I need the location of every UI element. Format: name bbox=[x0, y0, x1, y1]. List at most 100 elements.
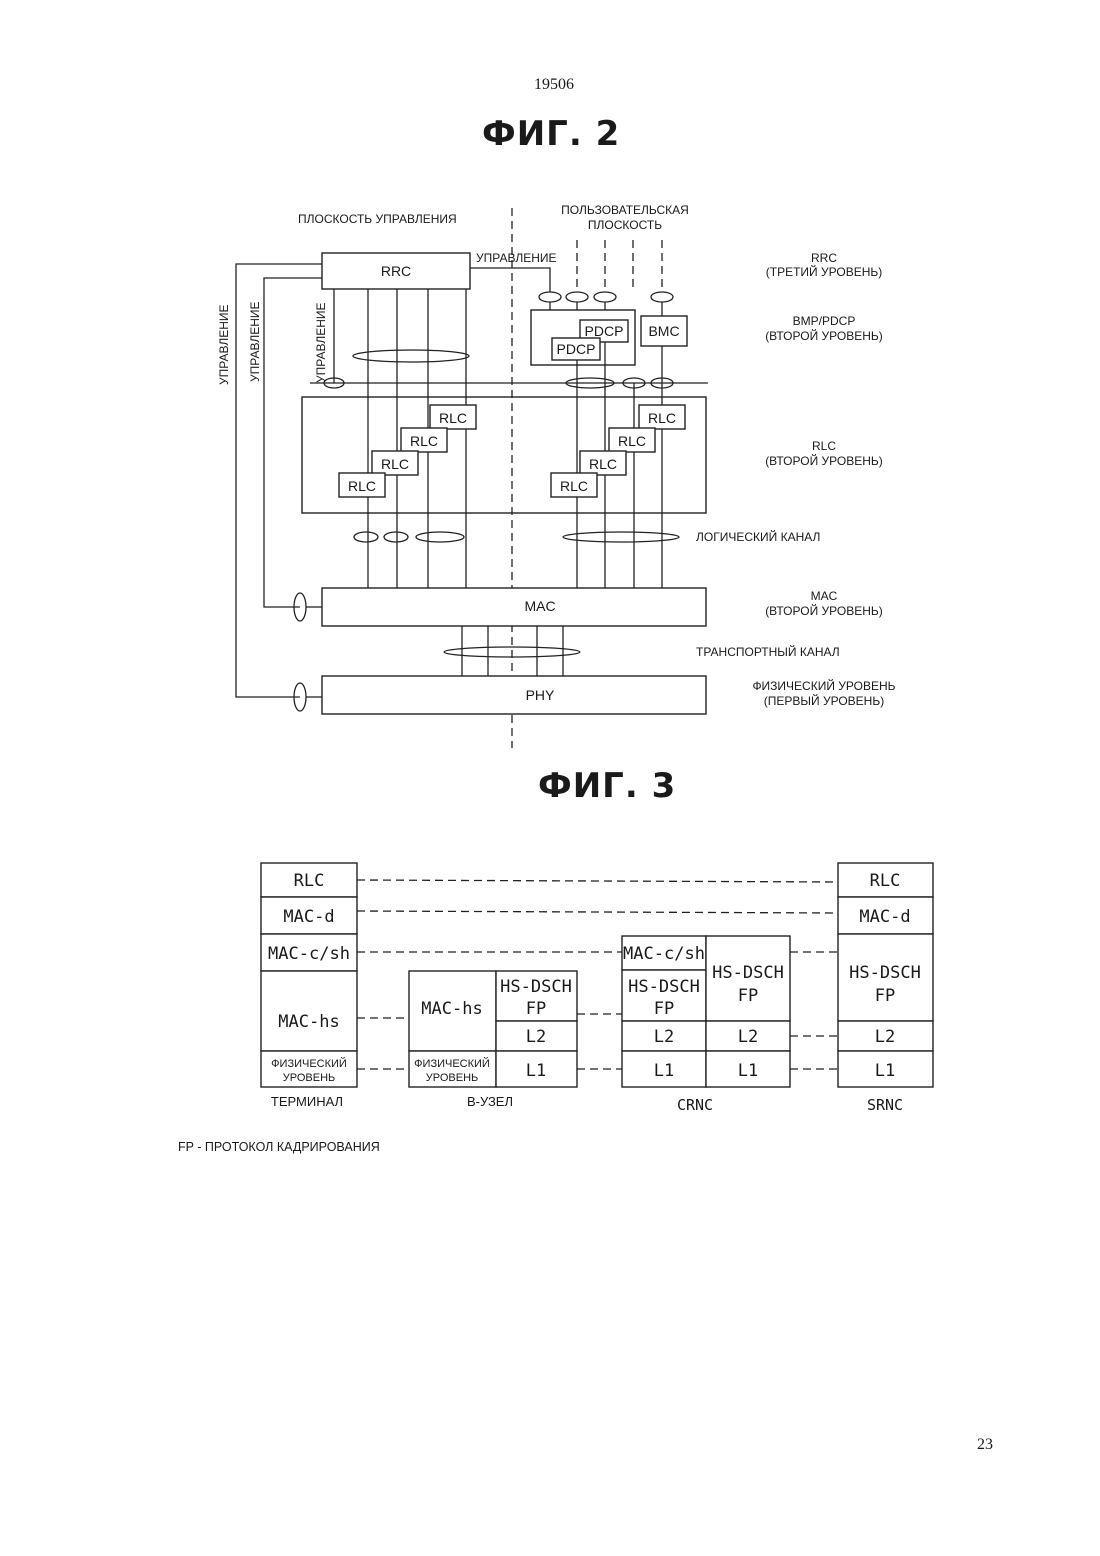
layer-bmp-1: BMP/PDCP bbox=[793, 314, 856, 328]
bnode-phys bbox=[409, 1051, 496, 1087]
control-label-2: УПРАВЛЕНИЕ bbox=[248, 302, 262, 383]
control-plane-label: ПЛОСКОСТЬ УПРАВЛЕНИЯ bbox=[298, 212, 457, 226]
layer-bmp-2: (ВТОРОЙ УРОВЕНЬ) bbox=[765, 328, 883, 343]
svg-text:RLC: RLC bbox=[560, 478, 588, 494]
svg-text:HS-DSCH: HS-DSCH bbox=[849, 963, 921, 983]
svg-text:MAC-hs: MAC-hs bbox=[421, 999, 482, 1019]
svg-text:ФИЗИЧЕСКИЙ: ФИЗИЧЕСКИЙ bbox=[271, 1057, 347, 1070]
svg-text:L2: L2 bbox=[526, 1027, 546, 1047]
svg-text:MAC-hs: MAC-hs bbox=[278, 1012, 339, 1032]
layer-logical: ЛОГИЧЕСКИЙ КАНАЛ bbox=[696, 529, 820, 544]
bnode-hsdsch bbox=[496, 971, 577, 1021]
svg-text:FP: FP bbox=[875, 986, 895, 1006]
term-maccsh bbox=[261, 934, 357, 971]
crnc-l2-right bbox=[706, 1021, 790, 1051]
up-sap-4 bbox=[651, 292, 673, 302]
layer-mac-2: (ВТОРОЙ УРОВЕНЬ) bbox=[765, 603, 883, 618]
svg-text:УРОВЕНЬ: УРОВЕНЬ bbox=[426, 1072, 478, 1084]
lc-sap-1 bbox=[354, 532, 378, 542]
phy-block-label: PHY bbox=[526, 687, 555, 703]
node-terminal: ТЕРМИНАЛ bbox=[271, 1094, 343, 1109]
mac-block bbox=[322, 588, 706, 626]
rrc-sap-ellipse bbox=[353, 350, 469, 362]
svg-text:RLC: RLC bbox=[618, 433, 646, 449]
lc-sap-3 bbox=[416, 532, 464, 542]
svg-text:L1: L1 bbox=[654, 1061, 674, 1081]
svg-text:RLC: RLC bbox=[410, 433, 438, 449]
svg-text:L1: L1 bbox=[738, 1061, 758, 1081]
layer-phy-2: (ПЕРВЫЙ УРОВЕНЬ) bbox=[764, 693, 884, 708]
term-machs bbox=[261, 971, 357, 1051]
peer-rlc bbox=[357, 880, 838, 882]
term-macd bbox=[261, 897, 357, 934]
svg-text:L1: L1 bbox=[526, 1061, 546, 1081]
svg-text:HS-DSCH: HS-DSCH bbox=[712, 963, 784, 983]
lc-sap-2 bbox=[384, 532, 408, 542]
crnc-hsdsch-right bbox=[706, 936, 790, 1021]
srnc-hsdsch bbox=[838, 934, 933, 1021]
svg-text:RLC: RLC bbox=[348, 478, 376, 494]
node-bnode: В-УЗЕЛ bbox=[467, 1094, 513, 1109]
srnc-l2 bbox=[838, 1021, 933, 1051]
svg-text:FP: FP bbox=[738, 986, 758, 1006]
svg-text:RLC: RLC bbox=[294, 871, 325, 891]
fig2-diagram: ПЛОСКОСТЬ УПРАВЛЕНИЯ ПОЛЬЗОВАТЕЛЬСКАЯ ПЛ… bbox=[0, 0, 1100, 760]
crnc-l1-left bbox=[622, 1051, 706, 1087]
srnc-macd bbox=[838, 897, 933, 934]
rrc-control-line bbox=[470, 268, 550, 292]
pdcp-block-2-label: PDCP bbox=[557, 341, 596, 357]
crnc-l2-left bbox=[622, 1021, 706, 1051]
svg-text:RLC: RLC bbox=[648, 410, 676, 426]
crnc-maccsh bbox=[622, 936, 706, 970]
mac-block-label: MAC bbox=[524, 598, 555, 614]
up-sap-3 bbox=[594, 292, 616, 302]
phy-block bbox=[322, 676, 706, 714]
svg-text:HS-DSCH: HS-DSCH bbox=[628, 977, 700, 997]
term-phys bbox=[261, 1051, 357, 1087]
term-rlc bbox=[261, 863, 357, 897]
bnode-machs bbox=[409, 971, 496, 1051]
srnc-rlc bbox=[838, 863, 933, 897]
pdcp-block-1-label: PDCP bbox=[585, 323, 624, 339]
control-label-top: УПРАВЛЕНИЕ bbox=[476, 251, 557, 265]
svg-text:L2: L2 bbox=[738, 1027, 758, 1047]
layer-rlc-1: RLC bbox=[812, 439, 836, 453]
node-crnc: CRNC bbox=[677, 1096, 713, 1114]
bnode-l2 bbox=[496, 1021, 577, 1051]
up-sap-1 bbox=[539, 292, 561, 302]
svg-text:MAC-d: MAC-d bbox=[859, 907, 910, 927]
bmc-block-label: BMC bbox=[648, 323, 679, 339]
svg-text:ФИЗИЧЕСКИЙ: ФИЗИЧЕСКИЙ bbox=[414, 1057, 490, 1070]
layer-phy-1: ФИЗИЧЕСКИЙ УРОВЕНЬ bbox=[752, 678, 895, 693]
bnode-l1 bbox=[496, 1051, 577, 1087]
control-label-1: УПРАВЛЕНИЕ bbox=[217, 305, 231, 386]
control-label-3: УПРАВЛЕНИЕ bbox=[314, 303, 328, 384]
svg-text:MAC-d: MAC-d bbox=[283, 907, 334, 927]
layer-transport: ТРАНСПОРТНЫЙ КАНАЛ bbox=[696, 644, 840, 659]
srnc-l1 bbox=[838, 1051, 933, 1087]
fig3-title: ФИГ. 3 bbox=[538, 766, 676, 806]
svg-text:RLC: RLC bbox=[589, 456, 617, 472]
svg-text:MAC-c/sh: MAC-c/sh bbox=[268, 944, 350, 964]
svg-text:L2: L2 bbox=[875, 1027, 895, 1047]
rrc-block-label: RRC bbox=[381, 263, 411, 279]
svg-text:RLC: RLC bbox=[439, 410, 467, 426]
svg-text:FP: FP bbox=[654, 999, 674, 1019]
node-srnc: SRNC bbox=[867, 1096, 903, 1114]
peer-macd bbox=[357, 911, 838, 913]
user-plane-label-1: ПОЛЬЗОВАТЕЛЬСКАЯ bbox=[561, 203, 689, 217]
svg-text:MAC-c/sh: MAC-c/sh bbox=[623, 944, 705, 964]
user-plane-label-2: ПЛОСКОСТЬ bbox=[588, 218, 662, 232]
crnc-l1-right bbox=[706, 1051, 790, 1087]
up-sap-2 bbox=[566, 292, 588, 302]
layer-rrc-2: (ТРЕТИЙ УРОВЕНЬ) bbox=[766, 264, 883, 279]
svg-text:L2: L2 bbox=[654, 1027, 674, 1047]
svg-text:FP: FP bbox=[526, 999, 546, 1019]
svg-text:HS-DSCH: HS-DSCH bbox=[500, 977, 572, 997]
page-number: 23 bbox=[977, 1436, 993, 1454]
svg-text:RLC: RLC bbox=[381, 456, 409, 472]
layer-rlc-2: (ВТОРОЙ УРОВЕНЬ) bbox=[765, 453, 883, 468]
svg-text:L1: L1 bbox=[875, 1061, 895, 1081]
svg-text:УРОВЕНЬ: УРОВЕНЬ bbox=[283, 1072, 335, 1084]
layer-rrc-1: RRC bbox=[811, 251, 837, 265]
